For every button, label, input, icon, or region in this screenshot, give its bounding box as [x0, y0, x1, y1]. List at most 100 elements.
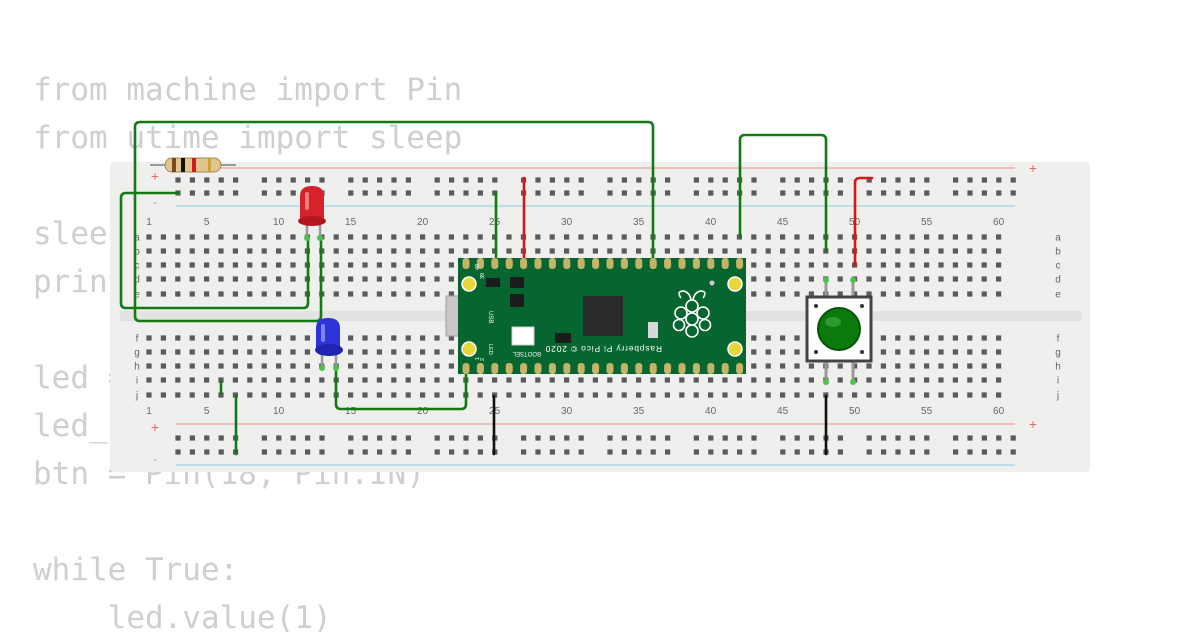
breadboard-hole[interactable]	[880, 363, 886, 369]
breadboard-hole[interactable]	[146, 291, 152, 297]
breadboard-hole[interactable]	[160, 276, 166, 282]
breadboard-rail-hole[interactable]	[218, 190, 224, 196]
breadboard-rail-hole[interactable]	[290, 177, 296, 183]
breadboard-hole[interactable]	[232, 363, 238, 369]
breadboard-hole[interactable]	[376, 377, 382, 383]
breadboard-hole[interactable]	[146, 276, 152, 282]
breadboard-hole[interactable]	[794, 349, 800, 355]
breadboard-hole[interactable]	[420, 392, 426, 398]
breadboard-hole[interactable]	[434, 349, 440, 355]
breadboard-hole[interactable]	[967, 349, 973, 355]
breadboard-rail-hole[interactable]	[981, 177, 987, 183]
breadboard-rail-hole[interactable]	[362, 449, 368, 455]
breadboard-hole[interactable]	[276, 291, 282, 297]
breadboard-rail-hole[interactable]	[276, 435, 282, 441]
breadboard-hole[interactable]	[189, 377, 195, 383]
breadboard-rail-hole[interactable]	[722, 177, 728, 183]
breadboard-hole[interactable]	[362, 248, 368, 254]
breadboard-rail-hole[interactable]	[1010, 177, 1016, 183]
breadboard-rail-hole[interactable]	[837, 449, 843, 455]
breadboard-hole[interactable]	[880, 234, 886, 240]
breadboard-hole[interactable]	[996, 392, 1002, 398]
breadboard-rail-hole[interactable]	[305, 435, 311, 441]
breadboard-hole[interactable]	[967, 335, 973, 341]
breadboard-hole[interactable]	[276, 262, 282, 268]
breadboard-rail-hole[interactable]	[636, 435, 642, 441]
breadboard-hole[interactable]	[765, 276, 771, 282]
breadboard-hole[interactable]	[333, 262, 339, 268]
breadboard-hole[interactable]	[448, 377, 454, 383]
breadboard-hole[interactable]	[808, 234, 814, 240]
breadboard-hole[interactable]	[290, 262, 296, 268]
breadboard-hole[interactable]	[765, 248, 771, 254]
breadboard-hole[interactable]	[362, 363, 368, 369]
breadboard-hole[interactable]	[679, 248, 685, 254]
breadboard-hole[interactable]	[866, 234, 872, 240]
breadboard-rail-hole[interactable]	[924, 449, 930, 455]
breadboard-rail-hole[interactable]	[175, 449, 181, 455]
resistor-icon[interactable]	[150, 157, 236, 173]
breadboard-hole[interactable]	[909, 363, 915, 369]
breadboard-rail-hole[interactable]	[722, 435, 728, 441]
breadboard-hole[interactable]	[506, 377, 512, 383]
breadboard-rail-hole[interactable]	[866, 190, 872, 196]
breadboard-hole[interactable]	[952, 291, 958, 297]
breadboard-hole[interactable]	[592, 392, 598, 398]
breadboard-hole[interactable]	[348, 234, 354, 240]
breadboard-hole[interactable]	[247, 377, 253, 383]
breadboard-hole[interactable]	[794, 234, 800, 240]
breadboard-hole[interactable]	[693, 234, 699, 240]
breadboard-rail-hole[interactable]	[693, 449, 699, 455]
breadboard-hole[interactable]	[909, 392, 915, 398]
breadboard-hole[interactable]	[981, 262, 987, 268]
pico-bootsel-button[interactable]	[511, 326, 535, 346]
breadboard-hole[interactable]	[895, 276, 901, 282]
breadboard-hole[interactable]	[232, 335, 238, 341]
breadboard-rail-hole[interactable]	[218, 449, 224, 455]
breadboard-hole[interactable]	[607, 377, 613, 383]
breadboard-rail-hole[interactable]	[895, 435, 901, 441]
breadboard-hole[interactable]	[189, 234, 195, 240]
breadboard-hole[interactable]	[895, 262, 901, 268]
breadboard-rail-hole[interactable]	[290, 190, 296, 196]
breadboard-hole[interactable]	[218, 248, 224, 254]
breadboard-hole[interactable]	[722, 248, 728, 254]
breadboard-hole[interactable]	[607, 392, 613, 398]
breadboard-hole[interactable]	[794, 262, 800, 268]
breadboard-hole[interactable]	[189, 349, 195, 355]
breadboard-rail-hole[interactable]	[837, 190, 843, 196]
breadboard-hole[interactable]	[319, 392, 325, 398]
breadboard-hole[interactable]	[304, 377, 310, 383]
breadboard-hole[interactable]	[808, 392, 814, 398]
breadboard-hole[interactable]	[924, 349, 930, 355]
breadboard-hole[interactable]	[650, 377, 656, 383]
breadboard-hole[interactable]	[607, 248, 613, 254]
breadboard-hole[interactable]	[636, 248, 642, 254]
breadboard-hole[interactable]	[996, 262, 1002, 268]
breadboard-rail-hole[interactable]	[967, 177, 973, 183]
breadboard-hole[interactable]	[175, 363, 181, 369]
breadboard-hole[interactable]	[967, 234, 973, 240]
breadboard-rail-hole[interactable]	[449, 435, 455, 441]
breadboard-hole[interactable]	[996, 335, 1002, 341]
breadboard-hole[interactable]	[751, 276, 757, 282]
breadboard-hole[interactable]	[837, 262, 843, 268]
breadboard-hole[interactable]	[837, 248, 843, 254]
breadboard-hole[interactable]	[319, 377, 325, 383]
breadboard-rail-hole[interactable]	[276, 449, 282, 455]
breadboard-hole[interactable]	[160, 262, 166, 268]
breadboard-rail-hole[interactable]	[204, 190, 210, 196]
breadboard-rail-hole[interactable]	[953, 435, 959, 441]
breadboard-hole[interactable]	[420, 276, 426, 282]
breadboard-hole[interactable]	[578, 234, 584, 240]
breadboard-rail-hole[interactable]	[405, 435, 411, 441]
breadboard-hole[interactable]	[938, 377, 944, 383]
breadboard-hole[interactable]	[621, 248, 627, 254]
breadboard-hole[interactable]	[405, 262, 411, 268]
breadboard-rail-hole[interactable]	[650, 435, 656, 441]
breadboard-hole[interactable]	[996, 276, 1002, 282]
breadboard-hole[interactable]	[909, 377, 915, 383]
breadboard-hole[interactable]	[160, 234, 166, 240]
breadboard-rail-hole[interactable]	[391, 177, 397, 183]
breadboard-hole[interactable]	[808, 248, 814, 254]
